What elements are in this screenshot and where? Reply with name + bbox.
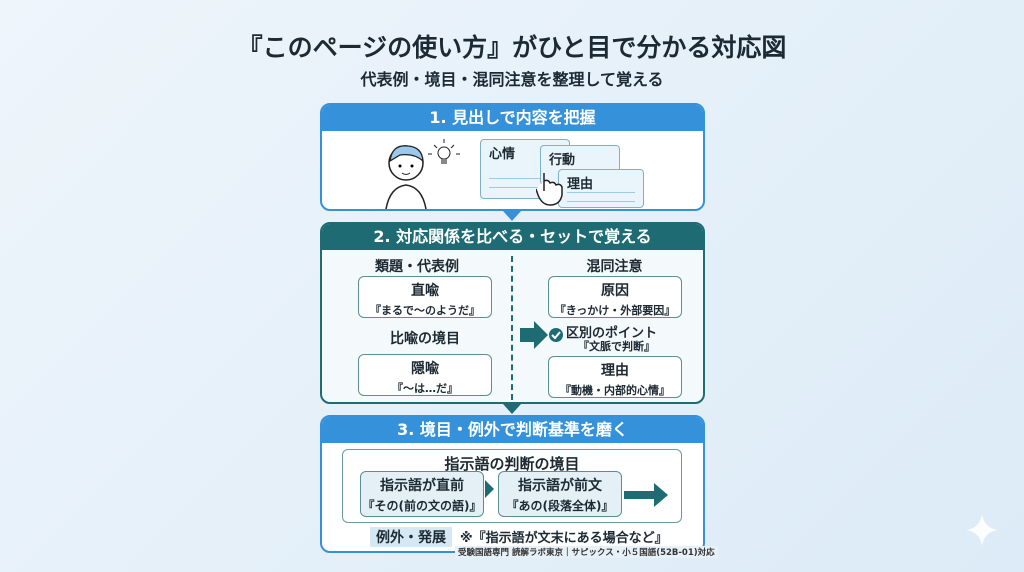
box-sub: 『〜は…だ』	[392, 382, 458, 395]
boundary-label: 比喩の境目	[390, 331, 460, 347]
step1-heading: 1. 見出しで内容を把握	[322, 105, 703, 131]
box-title: 指示語が直前	[380, 478, 464, 494]
metaphor-box: 隠喩『〜は…だ』	[358, 354, 492, 396]
footer-credit: 受験国語専門 読解ラボ東京｜サピックス・小５国語(52B-01)対応	[455, 546, 718, 558]
box-title: 原因	[601, 283, 629, 299]
down-arrow-icon	[503, 404, 521, 414]
card-label: 行動	[549, 153, 576, 168]
box-sub: 『まるで〜のようだ』	[370, 304, 480, 317]
box-title: 隠喩	[411, 361, 439, 377]
down-arrow-icon	[503, 211, 521, 221]
step3-panel: 3. 境目・例外で判断基準を磨く 指示語の判断の境目 指示語が直前『その(前の文…	[320, 415, 705, 553]
step2-heading: 2. 対応関係を比べる・セットで覚える	[322, 224, 703, 250]
box-sub: 『きっかけ・外部要因』	[554, 304, 676, 317]
person-lightbulb-icon	[385, 139, 460, 209]
right-arrow-icon	[520, 321, 563, 349]
point-label: 区別のポイント	[566, 326, 658, 341]
card-label: 心情	[489, 147, 516, 162]
step3-heading: 3. 境目・例外で判断基準を磨く	[322, 417, 703, 443]
reason-box: 理由『動機・内部的心情』	[548, 356, 682, 398]
point-sub: 『文脈で判断』	[578, 340, 655, 353]
card-label: 理由	[567, 177, 594, 192]
left-heading: 類題・代表例	[375, 259, 459, 275]
card-reason: 理由	[558, 169, 644, 208]
box-sub: 『あの(段落全体)』	[506, 499, 614, 513]
step2-panel: 2. 対応関係を比べる・セットで覚える 類題・代表例 直喩『まるで〜のようだ』 …	[320, 222, 705, 404]
cause-box: 原因『きっかけ・外部要因』	[548, 276, 682, 318]
box-title: 直喩	[411, 283, 439, 299]
box-title: 理由	[601, 363, 629, 379]
exception-label: 例外・発展	[370, 527, 452, 547]
sparkle-icon	[966, 514, 998, 546]
box-title: 指示語の判断の境目	[444, 455, 580, 473]
box-sub: 『動機・内部的心情』	[560, 384, 670, 397]
page-title: 『このページの使い方』がひと目で分かる対応図	[237, 33, 787, 62]
page-subtitle: 代表例・境目・混同注意を整理して覚える	[360, 70, 664, 89]
right-arrow-icon	[624, 483, 668, 507]
immediate-box: 指示語が直前『その(前の文の語)』	[360, 471, 484, 517]
simile-box: 直喩『まるで〜のようだ』	[358, 276, 492, 318]
box-title: 指示語が前文	[518, 478, 602, 494]
previous-sentence-box: 指示語が前文『あの(段落全体)』	[498, 471, 622, 517]
right-heading: 混同注意	[586, 259, 643, 275]
divider	[511, 256, 513, 400]
box-sub: 『その(前の文の語)』	[362, 499, 482, 513]
pointing-hand-icon	[536, 173, 563, 206]
exception-note: ※『指示語が文末にある場合など』	[460, 531, 668, 546]
step1-panel: 1. 見出しで内容を把握 心情 行動 理由	[320, 103, 705, 211]
arrow-icon	[485, 480, 494, 498]
